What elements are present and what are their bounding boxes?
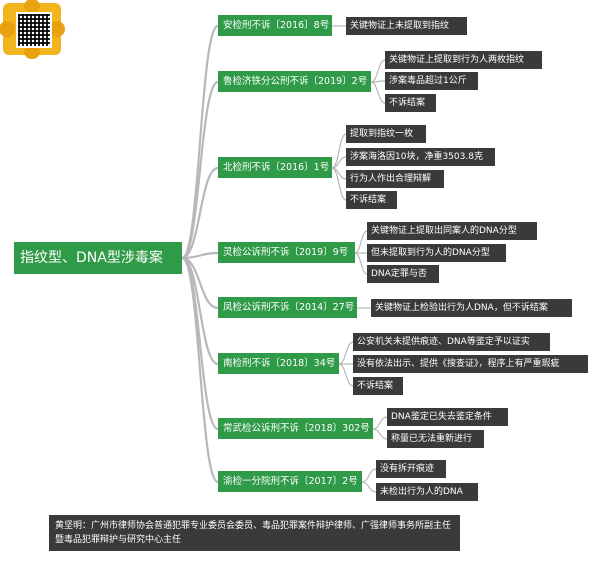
leaf-node[interactable]: 不诉结案 <box>353 377 403 395</box>
leaf-node[interactable]: 但未提取到行为人的DNA分型 <box>367 244 506 262</box>
branch-node[interactable]: 渝检一分院刑不诉〔2017〕2号 <box>218 471 362 492</box>
leaf-node[interactable]: 称量已无法重新进行 <box>387 430 484 448</box>
leaf-node[interactable]: 没有依法出示、提供《搜查证》，程序上有严重瑕疵 <box>353 355 588 373</box>
petal-icon <box>24 0 40 13</box>
branch-node[interactable]: 凤检公诉刑不诉〔2014〕27号 <box>218 297 357 318</box>
leaf-node[interactable]: 不诉结案 <box>385 94 436 112</box>
leaf-node[interactable]: DNA鉴定已失去鉴定条件 <box>387 408 508 426</box>
leaf-node[interactable]: 关键物证上未提取到指纹 <box>346 17 467 35</box>
leaf-node[interactable]: 涉案毒品超过1公斤 <box>385 72 478 90</box>
author-note: 黄坚明：广州市律师协会普通犯罪专业委员会委员、毒品犯罪案件辩护律师、广强律师事务… <box>49 515 460 551</box>
leaf-node[interactable]: 未检出行为人的DNA <box>376 483 478 501</box>
branch-node[interactable]: 常武检公诉刑不诉〔2018〕302号 <box>218 418 373 439</box>
qr-code-icon <box>16 12 52 48</box>
leaf-node[interactable]: 关键物证上提取出同案人的DNA分型 <box>367 222 537 240</box>
petal-icon <box>24 45 40 59</box>
leaf-node[interactable]: 提取到指纹一枚 <box>346 125 426 143</box>
petal-icon <box>49 21 65 37</box>
leaf-node[interactable]: 没有拆开痕迹 <box>376 460 446 478</box>
leaf-node[interactable]: 行为人作出合理辩解 <box>346 170 444 188</box>
branch-node[interactable]: 南检刑不诉〔2018〕34号 <box>218 353 339 374</box>
leaf-node[interactable]: 关键物证上提取到行为人两枚指纹 <box>385 51 542 69</box>
leaf-node[interactable]: 不诉结案 <box>346 191 397 209</box>
root-node[interactable]: 指纹型、DNA型涉毒案 <box>14 242 182 274</box>
leaf-node[interactable]: 关键物证上检验出行为人DNA，但不诉结案 <box>371 299 572 317</box>
leaf-node[interactable]: DNA定罪与否 <box>367 265 439 283</box>
leaf-node[interactable]: 公安机关未提供痕迹、DNA等鉴定予以证实 <box>353 333 550 351</box>
branch-node[interactable]: 灵检公诉刑不诉〔2019〕9号 <box>218 242 355 263</box>
branch-node[interactable]: 安检刑不诉〔2016〕8号 <box>218 15 332 36</box>
petal-icon <box>0 21 15 37</box>
sunflower-qr-code-icon <box>0 0 65 59</box>
branch-node[interactable]: 鲁检济铁分公刑不诉〔2019〕2号 <box>218 71 371 92</box>
branch-node[interactable]: 北检刑不诉〔2016〕1号 <box>218 157 332 178</box>
leaf-node[interactable]: 涉案海洛因10块，净重3503.8克 <box>346 148 495 166</box>
